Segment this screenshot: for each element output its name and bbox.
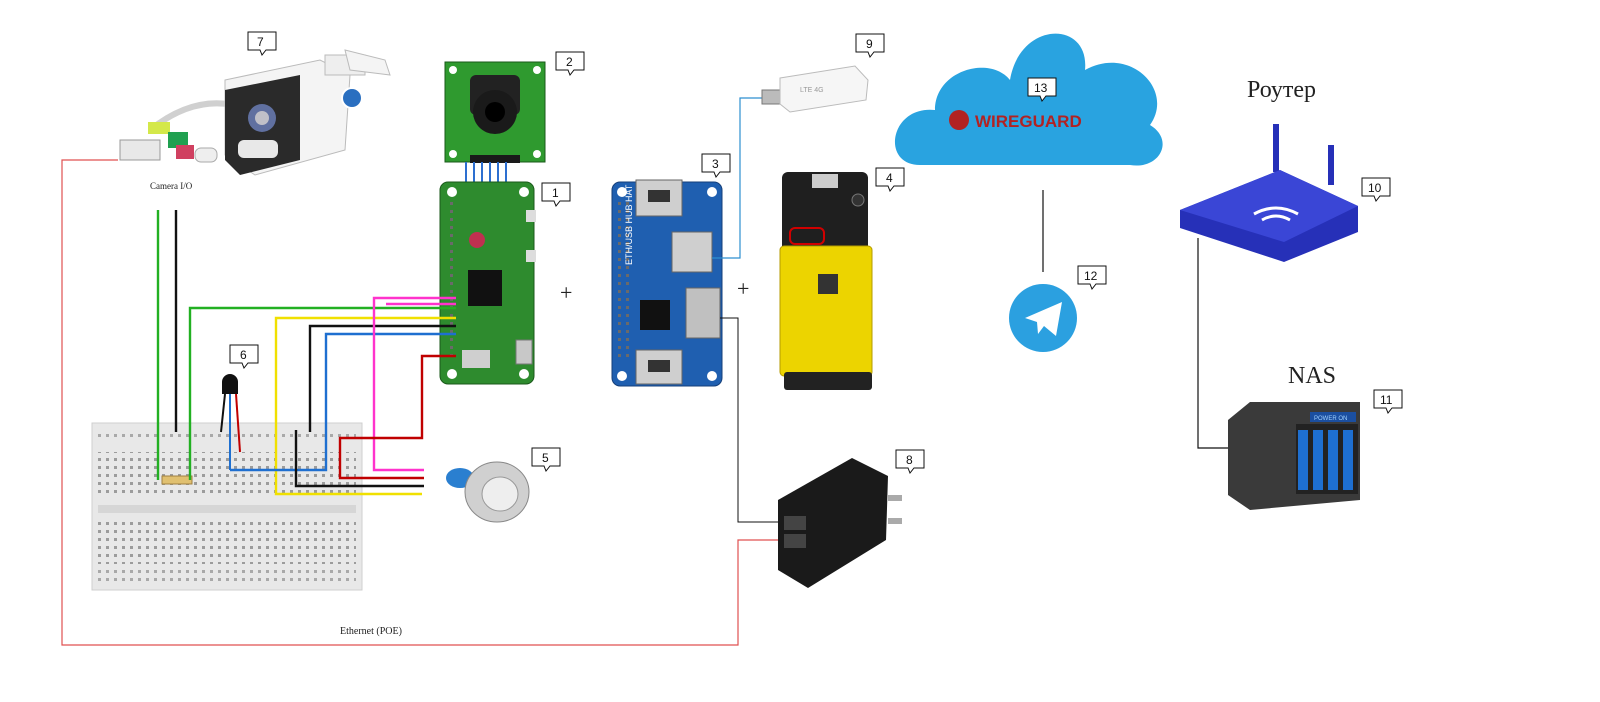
callout-10: 10: [1361, 177, 1391, 202]
wireguard-cloud: WIREGUARD: [894, 33, 1163, 166]
telegram-icon: [1009, 284, 1077, 352]
svg-text:12: 12: [1084, 269, 1098, 283]
poe-power-adapter: [778, 458, 902, 588]
nas-screen-text: POWER ON: [1314, 416, 1347, 422]
callout-8: 8: [895, 449, 925, 474]
hat-to-poe-line: [720, 317, 778, 523]
svg-text:8: 8: [906, 453, 913, 467]
callout-4: 4: [875, 167, 905, 192]
ups-battery: [779, 172, 873, 390]
eth-hat-label: ETH/USB HUB HAT: [624, 184, 634, 265]
router: [1180, 124, 1358, 262]
svg-text:6: 6: [240, 348, 247, 362]
svg-text:11: 11: [1380, 393, 1393, 407]
svg-text:2: 2: [566, 55, 573, 69]
callout-13: 13: [1027, 77, 1057, 102]
callout-11: 11: [1373, 389, 1403, 414]
router-label: Роутер: [1247, 77, 1316, 103]
eth-usb-hub-hat: ETH/USB HUB HAT: [611, 179, 723, 387]
camera-ribbon: [465, 162, 507, 185]
svg-text:3: 3: [712, 157, 719, 171]
push-button-switch: [446, 461, 530, 523]
camera-module: [444, 61, 546, 163]
callout-7: 7: [247, 31, 277, 56]
svg-text:5: 5: [542, 451, 549, 465]
router-to-nas-line: [1197, 238, 1232, 449]
callout-9: 9: [855, 33, 885, 58]
raspberry-pi-zero: [439, 181, 536, 385]
nas-label: NAS: [1288, 363, 1336, 389]
callouts: 7 2 1 3 9 4 13 12 10 11 6 5 8: [229, 31, 1403, 474]
svg-text:13: 13: [1034, 81, 1048, 95]
camera-io-label: Camera I/O: [150, 181, 193, 191]
plus-sign-2: +: [737, 276, 749, 301]
svg-text:7: 7: [257, 35, 264, 49]
lte-label: LTE 4G: [800, 87, 824, 94]
svg-text:4: 4: [886, 171, 893, 185]
nas-device: POWER ON: [1228, 402, 1360, 510]
svg-text:1: 1: [552, 186, 559, 200]
wireguard-label: WIREGUARD: [975, 112, 1082, 131]
ethernet-poe-label: Ethernet (POE): [340, 626, 402, 637]
callout-12: 12: [1077, 265, 1107, 290]
callout-2: 2: [555, 51, 585, 76]
plus-sign-1: +: [560, 280, 572, 305]
callout-1: 1: [541, 182, 571, 207]
svg-text:10: 10: [1368, 181, 1382, 195]
callout-6: 6: [229, 344, 259, 369]
hat-to-lte-line: [712, 97, 770, 259]
breadboard: [91, 422, 363, 591]
lte-usb-modem: LTE 4G: [761, 65, 869, 113]
ethernet-poe-line: [61, 159, 778, 646]
wires: [156, 210, 456, 496]
svg-text:9: 9: [866, 37, 873, 51]
temperature-sensor: [220, 374, 241, 470]
callout-3: 3: [701, 153, 731, 178]
ip-camera: [119, 49, 391, 176]
callout-5: 5: [531, 447, 561, 472]
